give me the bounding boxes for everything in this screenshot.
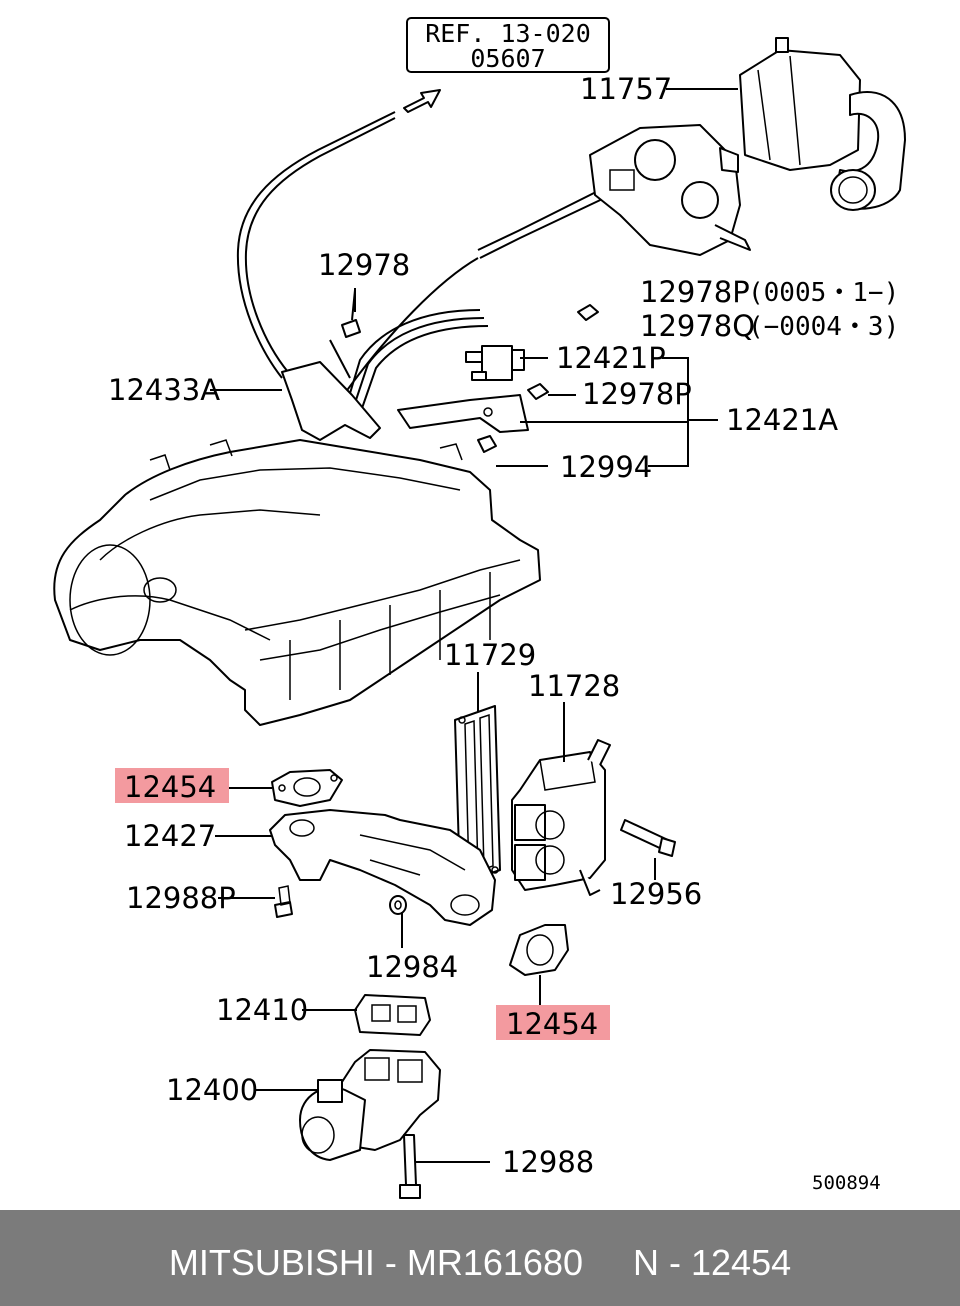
footer-bar: MITSUBISHI - MR161680 N - 12454 <box>0 1210 960 1306</box>
nut-12994 <box>477 435 497 453</box>
label-12400: 12400 <box>166 1073 258 1107</box>
highlight-box-upper <box>115 768 229 803</box>
part-labels: 11757 12978 12978P (0005・1−) 12978Q (−00… <box>108 72 899 1194</box>
gasket-11729 <box>454 705 501 885</box>
label-12978P-b: 12978P <box>582 377 692 411</box>
parts-diagram: REF. 13-020 05607 <box>53 17 906 1199</box>
egr-housing-11728 <box>511 739 611 896</box>
reference-box: REF. 13-020 05607 <box>406 17 610 73</box>
reference-line-1: REF. 13-020 <box>425 19 591 48</box>
bolt-12988 <box>399 1134 421 1199</box>
label-12433A: 12433A <box>108 373 220 407</box>
label-12978Q-note: (−0004・3) <box>748 312 899 342</box>
gasket-12454-lower <box>509 924 569 976</box>
label-12410: 12410 <box>216 993 308 1027</box>
leader-lines <box>210 88 738 1163</box>
label-12454-upper: 12454 <box>124 770 216 804</box>
bracket-12421A <box>397 394 529 433</box>
label-12978P-a: 12978P <box>640 275 750 309</box>
footer-part-info: MITSUBISHI - MR161680 N - 12454 <box>168 1242 792 1283</box>
label-12988P: 12988P <box>126 881 236 915</box>
label-12978: 12978 <box>318 248 410 282</box>
intake-manifold <box>53 439 541 726</box>
diagram-code: 500894 <box>812 1172 881 1194</box>
throttle-body <box>589 124 751 256</box>
gasket-12454-upper <box>271 769 343 807</box>
reference-arrow-icon <box>403 89 441 113</box>
label-11728: 11728 <box>528 669 620 703</box>
air-intake-part-11757 <box>739 37 906 211</box>
label-12427: 12427 <box>124 819 216 853</box>
label-11729: 11729 <box>444 638 536 672</box>
label-12956: 12956 <box>610 877 702 911</box>
gasket-12410 <box>354 994 431 1036</box>
bolt-12988P <box>274 885 293 918</box>
bolt-12978P-lower <box>527 383 549 400</box>
bolt-12978P-12978Q <box>577 304 599 321</box>
pipe-12427 <box>269 809 496 926</box>
label-12454-lower: 12454 <box>506 1007 598 1041</box>
solenoid-valve-12421P <box>465 345 525 381</box>
bolt-12956 <box>620 819 676 857</box>
vacuum-hose-assembly <box>236 111 614 415</box>
label-12421P: 12421P <box>556 341 666 375</box>
highlight-box-lower <box>496 1005 610 1040</box>
bolt-12978 <box>341 289 361 338</box>
label-12421A: 12421A <box>726 403 838 437</box>
reference-line-2: 05607 <box>470 44 545 73</box>
label-12978Q: 12978Q <box>640 309 755 343</box>
label-12988: 12988 <box>502 1145 594 1179</box>
label-12978P-a-note: (0005・1−) <box>748 278 899 308</box>
bracket-12433A <box>281 339 381 441</box>
label-12994: 12994 <box>560 450 652 484</box>
washer-12984 <box>389 895 407 915</box>
label-12984: 12984 <box>366 950 458 984</box>
label-11757: 11757 <box>580 72 672 106</box>
egr-valve-12400 <box>299 1049 441 1161</box>
